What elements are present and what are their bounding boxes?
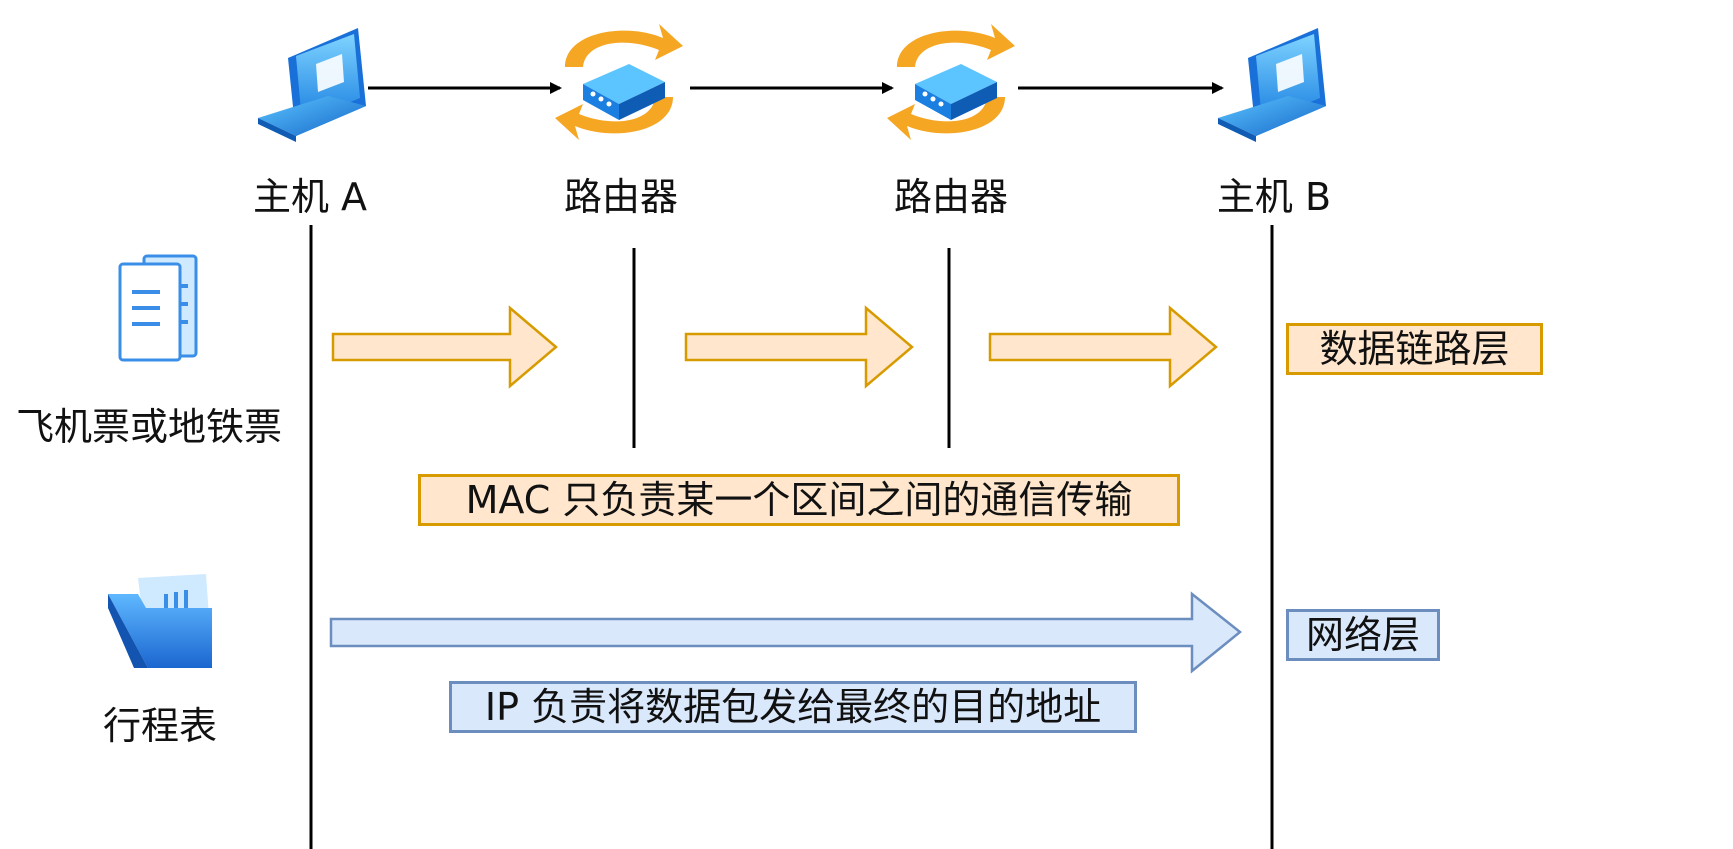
mac-note: MAC 只负责某一个区间之间的通信传输	[418, 474, 1180, 526]
host-b-label: 主机 B	[1216, 175, 1332, 219]
data-link-layer-badge: 数据链路层	[1286, 323, 1543, 375]
router-1-label: 路由器	[563, 175, 679, 219]
data-link-hop-arrow-3	[988, 305, 1218, 389]
folder-icon	[108, 574, 212, 668]
router-icon	[887, 24, 1015, 140]
data-link-hop-arrow-1	[331, 305, 558, 389]
network-layer-badge: 网络层	[1286, 609, 1440, 661]
ip-note: IP 负责将数据包发给最终的目的地址	[449, 681, 1137, 733]
ticket-label: 飞机票或地铁票	[16, 405, 283, 449]
router-2-label: 路由器	[893, 175, 1009, 219]
network-end-to-end-arrow	[329, 591, 1242, 674]
laptop-icon	[258, 28, 366, 142]
data-link-hop-arrow-2	[684, 305, 914, 389]
router-icon	[555, 24, 683, 140]
host-a-label: 主机 A	[252, 175, 368, 219]
laptop-icon	[1218, 28, 1326, 142]
itinerary-label: 行程表	[102, 704, 218, 748]
document-icon	[118, 254, 198, 362]
